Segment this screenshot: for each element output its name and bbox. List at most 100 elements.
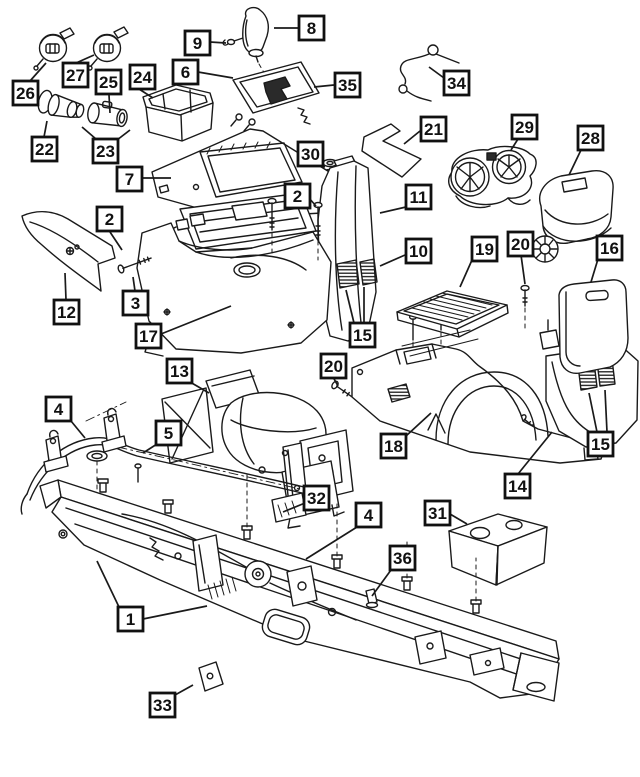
callout-box[interactable] [302, 484, 331, 512]
callout-number: 13 [170, 362, 189, 381]
callout-11[interactable]: 11 [379, 183, 433, 214]
callout-box[interactable] [30, 135, 59, 163]
callout-box[interactable] [183, 29, 212, 57]
callout-15[interactable]: 15 [586, 389, 615, 458]
callout-13[interactable]: 13 [165, 357, 210, 394]
callout-box[interactable] [442, 69, 471, 97]
callout-1[interactable]: 1 [96, 560, 208, 633]
callout-34[interactable]: 34 [428, 66, 471, 97]
callout-2[interactable]: 2 [283, 182, 317, 210]
callout-36[interactable]: 36 [371, 544, 417, 597]
callout-29[interactable]: 29 [510, 113, 539, 151]
callout-3[interactable]: 3 [121, 276, 150, 317]
callout-box[interactable] [510, 113, 539, 141]
callout-16[interactable]: 16 [590, 234, 624, 283]
callout-box[interactable] [297, 14, 326, 42]
callout-box[interactable] [128, 63, 157, 91]
callout-19[interactable]: 19 [459, 235, 499, 288]
callout-8[interactable]: 8 [274, 14, 326, 42]
callout-18[interactable]: 18 [379, 412, 432, 460]
callout-number: 1 [126, 610, 135, 629]
callout-5[interactable]: 5 [142, 419, 183, 454]
callout-30[interactable]: 30 [296, 140, 326, 168]
callout-box[interactable] [319, 352, 348, 380]
callout-leader-line [132, 276, 136, 292]
callout-box[interactable] [134, 322, 163, 350]
callout-number: 8 [307, 19, 316, 38]
callout-26[interactable]: 26 [11, 62, 47, 107]
screw [313, 201, 323, 261]
callout-20[interactable]: 20 [319, 352, 348, 387]
callout-17[interactable]: 17 [134, 305, 232, 350]
callout-number: 12 [57, 303, 76, 322]
callout-leader-line [174, 684, 194, 696]
callout-box[interactable] [354, 501, 383, 529]
callout-25[interactable]: 25 [94, 68, 123, 114]
rear-trim-panel [316, 155, 378, 342]
callout-22[interactable]: 22 [30, 120, 59, 163]
callout-box[interactable] [154, 419, 183, 447]
callout-33[interactable]: 33 [148, 684, 194, 719]
callout-box[interactable] [333, 71, 362, 99]
callout-number: 15 [353, 326, 372, 345]
callout-box[interactable] [503, 472, 532, 500]
callout-14[interactable]: 14 [503, 431, 553, 500]
callout-box[interactable] [296, 140, 325, 168]
callout-21[interactable]: 21 [403, 115, 448, 145]
callout-24[interactable]: 24 [128, 63, 157, 99]
callout-31[interactable]: 31 [423, 499, 468, 527]
callout-number: 22 [35, 140, 54, 159]
callout-box[interactable] [115, 165, 144, 193]
callout-15[interactable]: 15 [345, 287, 377, 349]
callout-box[interactable] [586, 430, 615, 458]
callout-box[interactable] [148, 691, 177, 719]
callout-box[interactable] [348, 321, 377, 349]
callout-box[interactable] [91, 137, 120, 165]
callout-box[interactable] [470, 235, 499, 263]
callout-20[interactable]: 20 [506, 230, 535, 285]
callout-box[interactable] [61, 61, 90, 89]
callout-10[interactable]: 10 [379, 237, 433, 267]
callout-leader-line [510, 138, 519, 151]
callout-number: 17 [139, 327, 158, 346]
callout-2[interactable]: 2 [95, 205, 124, 251]
callout-box[interactable] [404, 237, 433, 265]
hinged-lid [558, 279, 629, 375]
callout-box[interactable] [404, 183, 433, 211]
callout-box[interactable] [379, 432, 408, 460]
callout-12[interactable]: 12 [52, 272, 81, 326]
callout-box[interactable] [44, 395, 73, 423]
callout-number: 14 [508, 477, 527, 496]
callout-number: 33 [153, 696, 172, 715]
callout-7[interactable]: 7 [115, 165, 171, 193]
callout-box[interactable] [423, 499, 452, 527]
callout-27[interactable]: 27 [61, 54, 95, 89]
callout-28[interactable]: 28 [568, 124, 605, 176]
callout-box[interactable] [419, 115, 448, 143]
callout-box[interactable] [283, 182, 312, 210]
callout-box[interactable] [121, 289, 150, 317]
power-outlet-cap-left [33, 27, 75, 71]
callout-box[interactable] [94, 68, 123, 96]
callout-4[interactable]: 4 [305, 501, 383, 560]
callout-box[interactable] [595, 234, 624, 262]
callout-box[interactable] [576, 124, 605, 152]
callout-leader-line [403, 130, 421, 145]
callout-box[interactable] [388, 544, 417, 572]
callout-box[interactable] [116, 605, 145, 633]
callout-box[interactable] [52, 298, 81, 326]
callout-box[interactable] [165, 357, 194, 385]
callout-box[interactable] [506, 230, 535, 258]
callout-9[interactable]: 9 [183, 29, 227, 57]
callout-6[interactable]: 6 [171, 58, 234, 86]
callout-35[interactable]: 35 [313, 71, 362, 99]
callout-box[interactable] [171, 58, 200, 86]
callout-box[interactable] [11, 79, 40, 107]
callout-4[interactable]: 4 [44, 395, 86, 439]
callout-23[interactable]: 23 [81, 126, 131, 165]
callout-leader-line [197, 71, 234, 79]
callout-number: 10 [409, 242, 428, 261]
callout-box[interactable] [95, 205, 124, 233]
callout-32[interactable]: 32 [282, 484, 331, 513]
